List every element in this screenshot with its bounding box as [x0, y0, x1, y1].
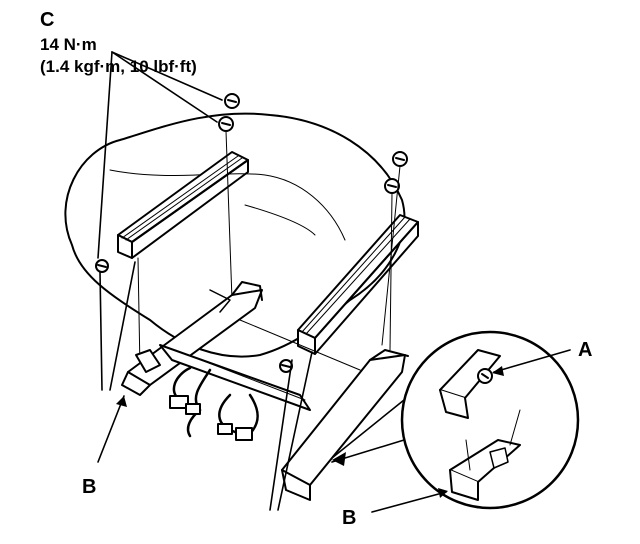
- callout-b-right-leader: [371, 491, 447, 513]
- callout-c-label: C: [40, 9, 54, 31]
- callout-a-label: A: [578, 339, 592, 361]
- bolt-drop-line: [137, 257, 141, 371]
- bolt-6: [279, 359, 293, 373]
- wiring-harness: [169, 366, 259, 441]
- bolt-4: [392, 151, 408, 167]
- bolt-1: [224, 93, 240, 109]
- left-seat-rail: [117, 151, 249, 259]
- bolt-5: [384, 178, 400, 194]
- detail-callout: [331, 330, 580, 510]
- torque-value: 14 N·m: [40, 35, 97, 54]
- bolt-2: [218, 116, 234, 132]
- torque-leader-lines: [97, 51, 223, 259]
- seat-cushion-seam: [109, 169, 346, 241]
- bolt-3: [95, 259, 109, 273]
- right-seat-rail: [297, 214, 419, 355]
- callout-b-left-label: B: [82, 476, 96, 498]
- bolt-drop-line: [225, 130, 233, 301]
- seat-track-frame: [121, 281, 409, 501]
- callout-b-left-arrow: [97, 395, 125, 463]
- callout-b-right-label: B: [342, 507, 356, 529]
- callout-a-leader: [493, 349, 571, 373]
- bolt-drop-line: [389, 192, 393, 351]
- callout-b-leaders: [99, 261, 313, 511]
- seat-cushion-seam-2: [244, 204, 316, 236]
- torque-alt-units: (1.4 kgf·m, 10 lbf·ft): [40, 57, 197, 76]
